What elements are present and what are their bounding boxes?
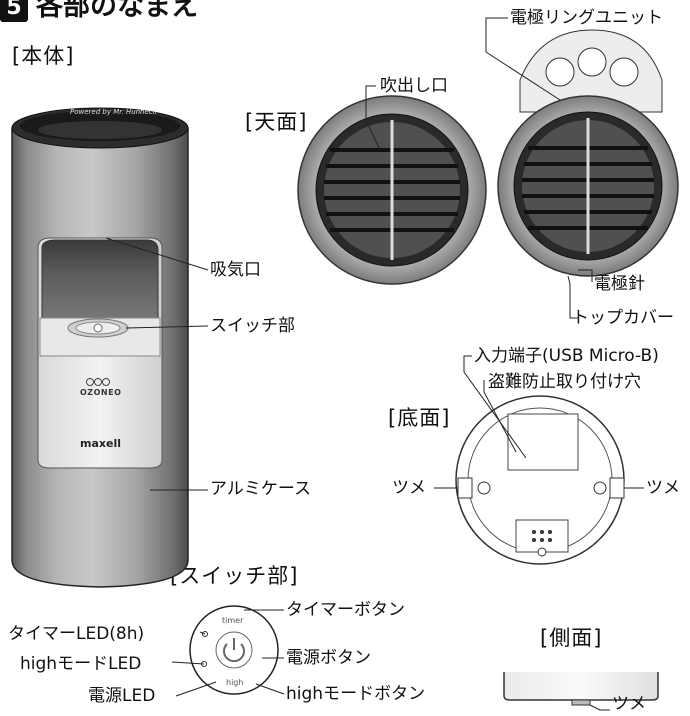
main-body xyxy=(11,107,189,588)
label-high-mode-led: highモードLED xyxy=(20,654,142,674)
switch-section-label: [スイッチ部] xyxy=(170,564,299,588)
switch-high-text: high xyxy=(226,678,244,687)
label-high-mode-button: highモードボタン xyxy=(286,684,426,704)
bottom-view-label: [底面] xyxy=(388,406,451,430)
ozoneo-logo-icon: OZONEO xyxy=(80,388,122,397)
label-timer-button: タイマーボタン xyxy=(286,600,405,620)
top-view-1 xyxy=(297,95,487,285)
main-body-label: [本体] xyxy=(12,44,75,68)
section-title: 各部のなまえ xyxy=(36,0,198,22)
leader-lines xyxy=(105,17,644,711)
section-heading: 5 各部のなまえ xyxy=(0,0,198,23)
label-switch-part: スイッチ部 xyxy=(210,316,295,336)
top-view-label: [天面] xyxy=(245,110,308,134)
label-electrode-ring-unit: 電極リングユニット xyxy=(510,8,663,28)
switch-closeup xyxy=(189,605,279,695)
label-power-button: 電源ボタン xyxy=(286,648,371,668)
label-timer-led: タイマーLED(8h) xyxy=(8,624,145,644)
side-view xyxy=(503,672,659,706)
label-intake: 吸気口 xyxy=(210,260,261,280)
label-electrode-needle: 電極針 xyxy=(594,274,645,294)
rim-text: Powered by Mr. Hunnecli xyxy=(70,108,157,116)
top-view-2 xyxy=(497,29,679,277)
label-outlet: 吹出し口 xyxy=(380,76,448,96)
bottom-view xyxy=(455,395,625,565)
brand-logo: maxell xyxy=(80,437,121,450)
label-power-led: 電源LED xyxy=(88,686,156,706)
label-claw-left: ツメ xyxy=(392,478,426,498)
label-anti-theft-hole: 盗難防止取り付け穴 xyxy=(488,372,641,392)
label-aluminum-case: アルミケース xyxy=(210,479,311,499)
switch-timer-text: timer xyxy=(222,616,244,625)
power-icon xyxy=(223,643,245,663)
label-claw-right: ツメ xyxy=(646,478,680,498)
side-view-label: [側面] xyxy=(540,626,603,650)
label-input-terminal: 入力端子(USB Micro-B) xyxy=(474,346,659,366)
label-top-cover: トップカバー xyxy=(572,308,674,328)
section-number: 5 xyxy=(0,0,28,22)
label-claw-side: ツメ xyxy=(612,694,646,714)
